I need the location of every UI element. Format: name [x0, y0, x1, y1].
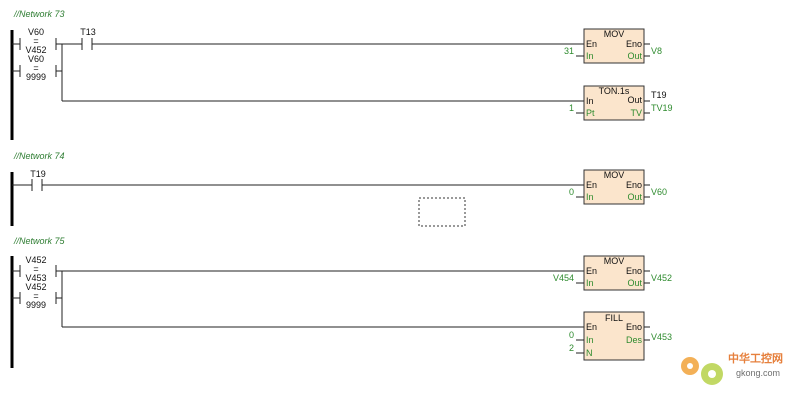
- svg-text:V452: V452: [25, 45, 46, 55]
- svg-text:=: =: [33, 264, 38, 274]
- mov-out-param[interactable]: V452: [651, 273, 672, 283]
- svg-text:Out: Out: [627, 192, 642, 202]
- svg-text:In: In: [586, 51, 594, 61]
- svg-text:T13: T13: [80, 27, 96, 37]
- svg-text:V452: V452: [25, 282, 46, 292]
- svg-text:V60: V60: [28, 27, 44, 37]
- watermark-site: gkong.com: [736, 368, 780, 378]
- svg-text:In: In: [586, 335, 594, 345]
- svg-text:Eno: Eno: [626, 322, 642, 332]
- svg-text:En: En: [586, 266, 597, 276]
- svg-text:9999: 9999: [26, 72, 46, 82]
- gear-icon: [681, 357, 723, 385]
- svg-text:TV: TV: [630, 108, 642, 118]
- contact-t13[interactable]: T13: [62, 27, 96, 50]
- compare-contact-v60-eq-9999[interactable]: V60 = 9999: [12, 54, 57, 82]
- svg-text:MOV: MOV: [604, 170, 625, 180]
- ton-pt-param[interactable]: 1: [569, 103, 574, 113]
- svg-text:En: En: [586, 39, 597, 49]
- compare-contact-v452-eq-v453[interactable]: V452 = V453: [12, 255, 57, 283]
- fill-des-param[interactable]: V453: [651, 332, 672, 342]
- svg-text:Des: Des: [626, 335, 643, 345]
- mov-in-param[interactable]: 31: [564, 46, 574, 56]
- fill-in-param[interactable]: 0: [569, 330, 574, 340]
- watermark-brand: 中华工控网: [728, 351, 783, 365]
- svg-text:TON.1s: TON.1s: [599, 86, 630, 96]
- mov-block[interactable]: MOV En Eno In Out: [583, 169, 645, 205]
- compare-contact-v452-eq-9999[interactable]: V452 = 9999: [12, 282, 57, 310]
- mov-out-param[interactable]: V8: [651, 46, 662, 56]
- mov-block[interactable]: MOV En Eno In Out: [583, 28, 645, 64]
- ton-timer-block[interactable]: TON.1s In Out Pt TV: [583, 85, 645, 121]
- contact-t19[interactable]: T19: [12, 169, 46, 191]
- ton-timer-name[interactable]: T19: [651, 90, 667, 100]
- watermark: 中华工控网 gkong.com: [681, 351, 783, 385]
- svg-text:=: =: [33, 291, 38, 301]
- svg-text:=: =: [33, 63, 38, 73]
- svg-text:Out: Out: [627, 278, 642, 288]
- svg-text:N: N: [586, 348, 593, 358]
- network-73-title: //Network 73: [13, 9, 65, 19]
- mov-in-param[interactable]: V454: [553, 273, 574, 283]
- fill-n-param[interactable]: 2: [569, 343, 574, 353]
- ton-tv-param[interactable]: TV19: [651, 103, 673, 113]
- network-75-title: //Network 75: [13, 236, 66, 246]
- svg-text:=: =: [33, 36, 38, 46]
- network-74-title: //Network 74: [13, 151, 65, 161]
- mov-out-param[interactable]: V60: [651, 187, 667, 197]
- mov-in-param[interactable]: 0: [569, 187, 574, 197]
- mov-block[interactable]: MOV En Eno In Out: [583, 255, 645, 291]
- compare-contact-v60-eq-v452[interactable]: V60 = V452: [12, 27, 57, 55]
- svg-text:En: En: [586, 322, 597, 332]
- svg-text:Eno: Eno: [626, 39, 642, 49]
- svg-text:Out: Out: [627, 51, 642, 61]
- svg-text:In: In: [586, 278, 594, 288]
- svg-text:9999: 9999: [26, 300, 46, 310]
- svg-text:Eno: Eno: [626, 180, 642, 190]
- svg-text:En: En: [586, 180, 597, 190]
- svg-text:V60: V60: [28, 54, 44, 64]
- svg-text:V453: V453: [25, 273, 46, 283]
- svg-text:Out: Out: [627, 95, 642, 105]
- svg-text:V452: V452: [25, 255, 46, 265]
- fill-block[interactable]: FILL En Eno In Des N: [583, 311, 645, 361]
- svg-text:Eno: Eno: [626, 266, 642, 276]
- svg-text:FILL: FILL: [605, 313, 623, 323]
- selection-cursor[interactable]: [418, 197, 466, 227]
- svg-text:In: In: [586, 192, 594, 202]
- svg-text:Pt: Pt: [586, 108, 595, 118]
- svg-text:T19: T19: [30, 169, 46, 179]
- svg-text:MOV: MOV: [604, 256, 625, 266]
- svg-text:MOV: MOV: [604, 29, 625, 39]
- svg-text:In: In: [586, 96, 594, 106]
